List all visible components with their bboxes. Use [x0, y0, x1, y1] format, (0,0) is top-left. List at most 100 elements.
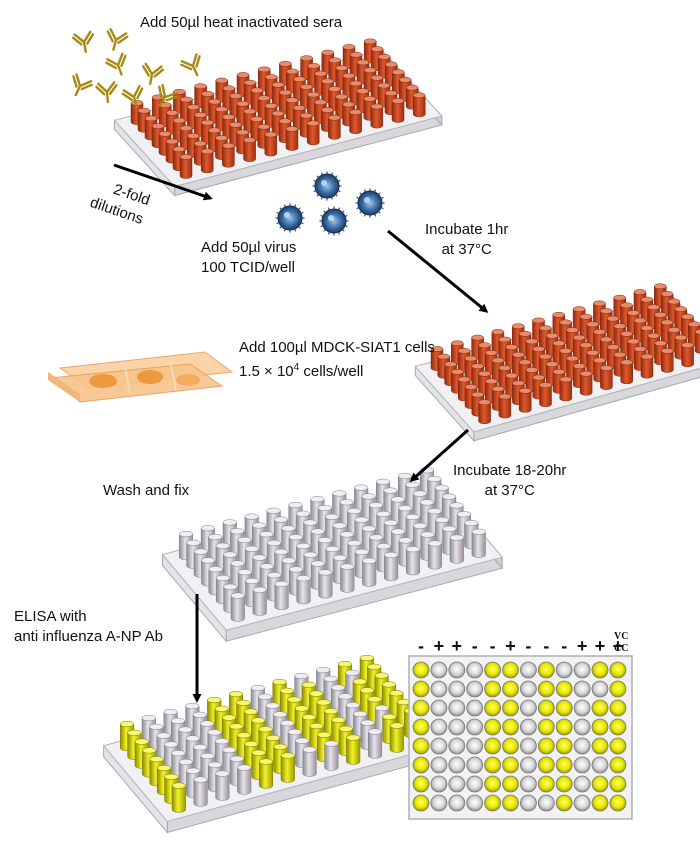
well — [171, 782, 186, 813]
well — [258, 758, 274, 789]
well-yellow — [502, 756, 519, 774]
arrows — [113, 163, 489, 703]
well — [362, 557, 377, 587]
column-sign: + — [577, 636, 588, 656]
elisa-line-2: anti influenza A-NP Ab — [14, 628, 163, 645]
well — [179, 154, 193, 179]
well-yellow — [609, 718, 627, 736]
well-clear — [430, 680, 448, 698]
well-clear — [466, 737, 484, 755]
well-yellow — [537, 661, 555, 679]
well-yellow — [484, 699, 502, 717]
well — [412, 92, 426, 118]
well-clear — [430, 661, 448, 679]
virus-icon — [319, 206, 349, 236]
antibody-icon — [141, 62, 165, 86]
well-yellow — [537, 699, 555, 717]
well-yellow — [412, 775, 430, 793]
well-clear — [466, 661, 484, 679]
well-clear — [591, 756, 609, 774]
well-yellow — [609, 680, 627, 698]
column-sign: + — [452, 636, 463, 656]
well — [384, 551, 399, 582]
well-yellow — [609, 699, 627, 717]
column-sign: + — [434, 636, 445, 656]
well-yellow — [484, 756, 502, 774]
well — [518, 387, 532, 413]
well-yellow — [555, 699, 573, 717]
plate-sera-dilution — [113, 38, 443, 197]
well — [200, 148, 214, 174]
arrow-incubate-18hr — [409, 428, 469, 482]
cc-label: CC — [614, 643, 628, 654]
well-yellow — [412, 718, 430, 736]
well — [367, 728, 383, 759]
well-clear — [466, 718, 484, 736]
step-add-sera: Add 50µl heat inactivated sera — [140, 14, 343, 31]
well-yellow — [591, 699, 609, 717]
well — [539, 382, 552, 407]
virus-particles — [275, 171, 385, 236]
incubate2-line-2: at 37°C — [484, 482, 535, 499]
well-yellow — [502, 718, 519, 736]
well-clear — [520, 794, 537, 812]
well — [389, 722, 404, 753]
antibody-icon — [105, 52, 127, 76]
well-clear — [520, 699, 537, 717]
well-yellow — [537, 775, 555, 793]
well — [285, 126, 299, 151]
well-yellow — [537, 680, 555, 698]
plate-virus-cells — [414, 283, 700, 443]
well-clear — [448, 680, 466, 698]
well-yellow — [412, 794, 430, 812]
cells-line-2: 1.5 × 104 cells/well — [239, 362, 364, 380]
well-yellow — [502, 737, 519, 755]
well-yellow — [609, 756, 627, 774]
column-sign: - — [561, 636, 567, 656]
well-clear — [448, 699, 466, 717]
well-clear — [466, 680, 484, 698]
antibody-icon — [72, 73, 93, 97]
well-clear — [466, 794, 484, 812]
well-yellow — [502, 775, 519, 793]
well-clear — [448, 718, 466, 736]
well — [471, 528, 486, 558]
step-add-virus: Add 50µl virus 100 TCID/well — [201, 238, 296, 278]
well — [681, 342, 694, 368]
well-clear — [555, 661, 573, 679]
mdck-cells-icon — [48, 351, 234, 403]
well — [405, 546, 421, 576]
well — [296, 575, 311, 605]
well-clear — [520, 680, 537, 698]
well-yellow — [555, 794, 573, 812]
well-clear — [466, 756, 484, 774]
plate-elisa — [102, 654, 443, 834]
well-yellow — [609, 775, 627, 793]
well — [280, 752, 295, 783]
step-wash-fix: Wash and fix — [103, 482, 190, 499]
well-clear — [573, 718, 591, 736]
well-yellow — [484, 661, 502, 679]
well-clear — [448, 756, 466, 774]
step-incubate-18hr: Incubate 18-20hr at 37°C — [453, 461, 566, 501]
well — [449, 534, 464, 564]
well — [264, 131, 278, 157]
well-yellow — [591, 775, 609, 793]
antibody-icon — [106, 28, 129, 51]
well-yellow — [412, 737, 430, 755]
well — [559, 376, 573, 402]
elisa-line-1: ELISA with — [14, 608, 87, 625]
well-clear — [448, 775, 466, 793]
plate-washed-fixed — [161, 467, 504, 643]
well-clear — [430, 775, 448, 793]
well — [427, 540, 442, 570]
well — [274, 580, 289, 611]
well-clear — [573, 699, 591, 717]
arrow-dilution — [113, 163, 213, 201]
well-yellow — [591, 737, 609, 755]
well-yellow — [502, 794, 519, 812]
well — [370, 103, 384, 129]
column-sign: - — [543, 636, 549, 656]
well — [620, 359, 633, 385]
